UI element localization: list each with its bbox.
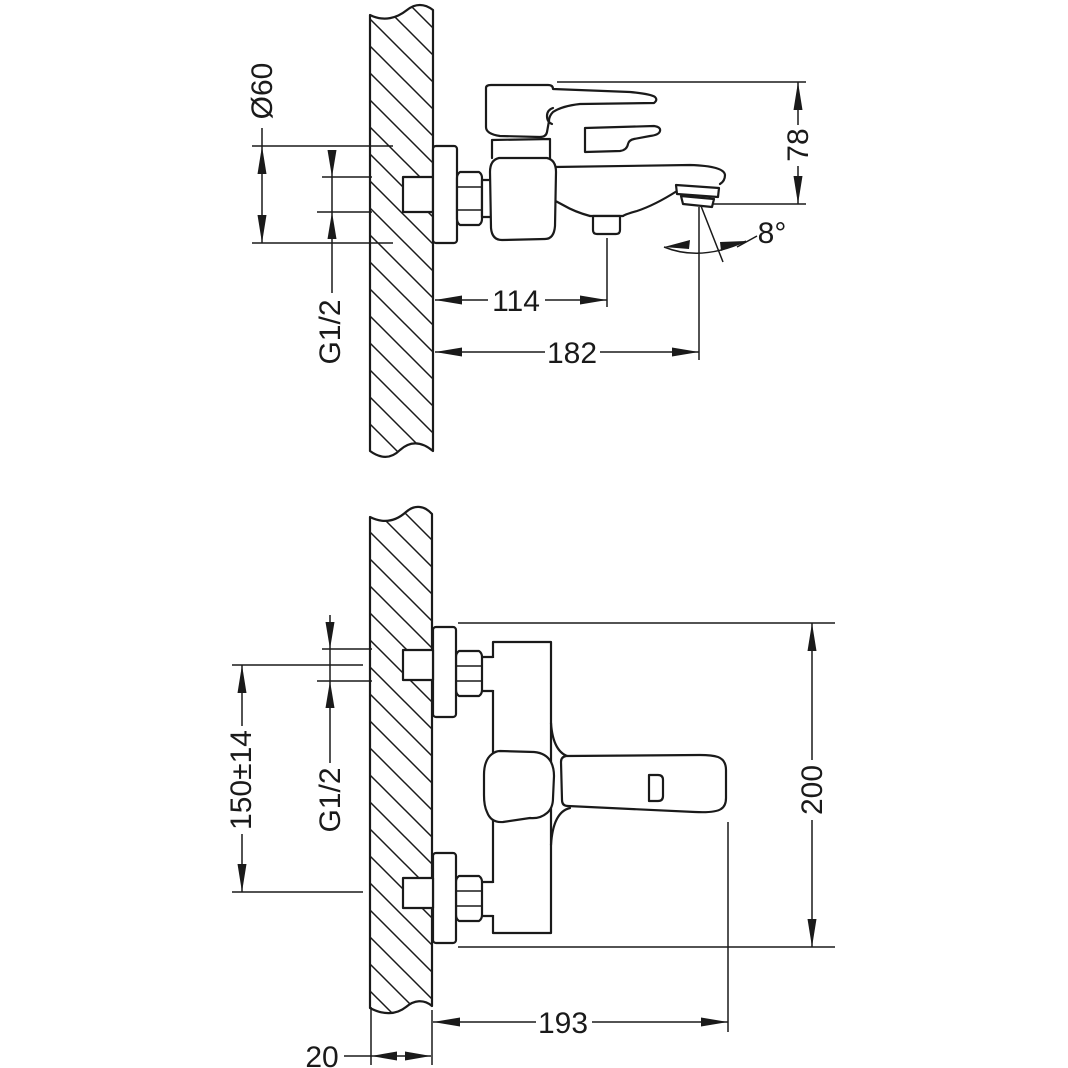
dim-connection-spacing: 150±14: [225, 664, 363, 893]
dim-label-overall-height: 200: [796, 765, 829, 815]
dim-wall-to-handle-tip: 193: [431, 822, 729, 1065]
band-fillet-top: [549, 721, 572, 759]
front-view: 150±14 G1/2 200 193 20: [225, 505, 835, 1068]
dim-wall-allowance: 20: [305, 1007, 431, 1068]
dim-label-wall-to-spout-tip: 182: [547, 337, 597, 370]
spout-front: [482, 749, 556, 824]
dim-label-thread-size-front: G1/2: [314, 767, 347, 832]
hex-nut-upper: [454, 649, 484, 698]
dim-spout-angle: 8°: [663, 205, 787, 360]
hex-nut-side: [455, 170, 484, 227]
dim-label-spout-angle: 8°: [758, 217, 787, 250]
escutcheon-flange-side: [431, 144, 459, 245]
dim-wall-to-spout-tip: 182: [435, 337, 699, 370]
mixer-body-side: [488, 156, 558, 242]
dim-label-wall-to-handle-tip: 193: [538, 1007, 588, 1040]
dim-thread-size-front: G1/2: [314, 615, 372, 833]
escutcheon-flange-lower: [431, 851, 458, 945]
wall-section-side: [368, 4, 435, 458]
wall-hatching: [370, 5, 433, 457]
dim-label-wall-allowance: 20: [305, 1041, 338, 1068]
handle-detail-cap: [647, 773, 665, 803]
supply-pipe-side: [401, 175, 435, 214]
lever-handle-side: [484, 83, 662, 154]
dim-label-connection-spacing: 150±14: [225, 730, 258, 830]
wall-section-front: [368, 505, 434, 1015]
handle-paddle-side: [583, 124, 662, 154]
hex-nut-lower: [454, 874, 484, 923]
dim-label-wall-to-diverter: 114: [492, 285, 540, 318]
diverter-outlet: [588, 214, 625, 236]
dim-label-thread-size-side: G1/2: [314, 299, 347, 364]
wall-hatching-front: [370, 506, 432, 1014]
escutcheon-flange-upper: [431, 625, 458, 719]
spout-side: [547, 163, 727, 236]
aerator-outlet: [674, 183, 721, 209]
dim-overall-height: 200: [458, 622, 835, 948]
band-fillet-bottom: [549, 806, 572, 847]
supply-pipe-lower: [401, 876, 435, 910]
dim-label-handle-to-spout-height: 78: [782, 128, 815, 161]
dim-wall-to-diverter: 114: [435, 238, 608, 318]
dim-label-flange-diameter: Ø60: [246, 63, 279, 120]
supply-pipe-upper: [401, 648, 435, 682]
dim-handle-to-spout-height: 78: [557, 81, 815, 205]
dim-thread-size-side: G1/2: [314, 150, 372, 365]
cartridge-cap-side: [490, 137, 552, 160]
dim-flange-diameter: Ø60: [246, 63, 393, 244]
lever-handle-front: [559, 753, 728, 814]
side-view: Ø60 G1/2 78 8° 114: [246, 4, 815, 458]
